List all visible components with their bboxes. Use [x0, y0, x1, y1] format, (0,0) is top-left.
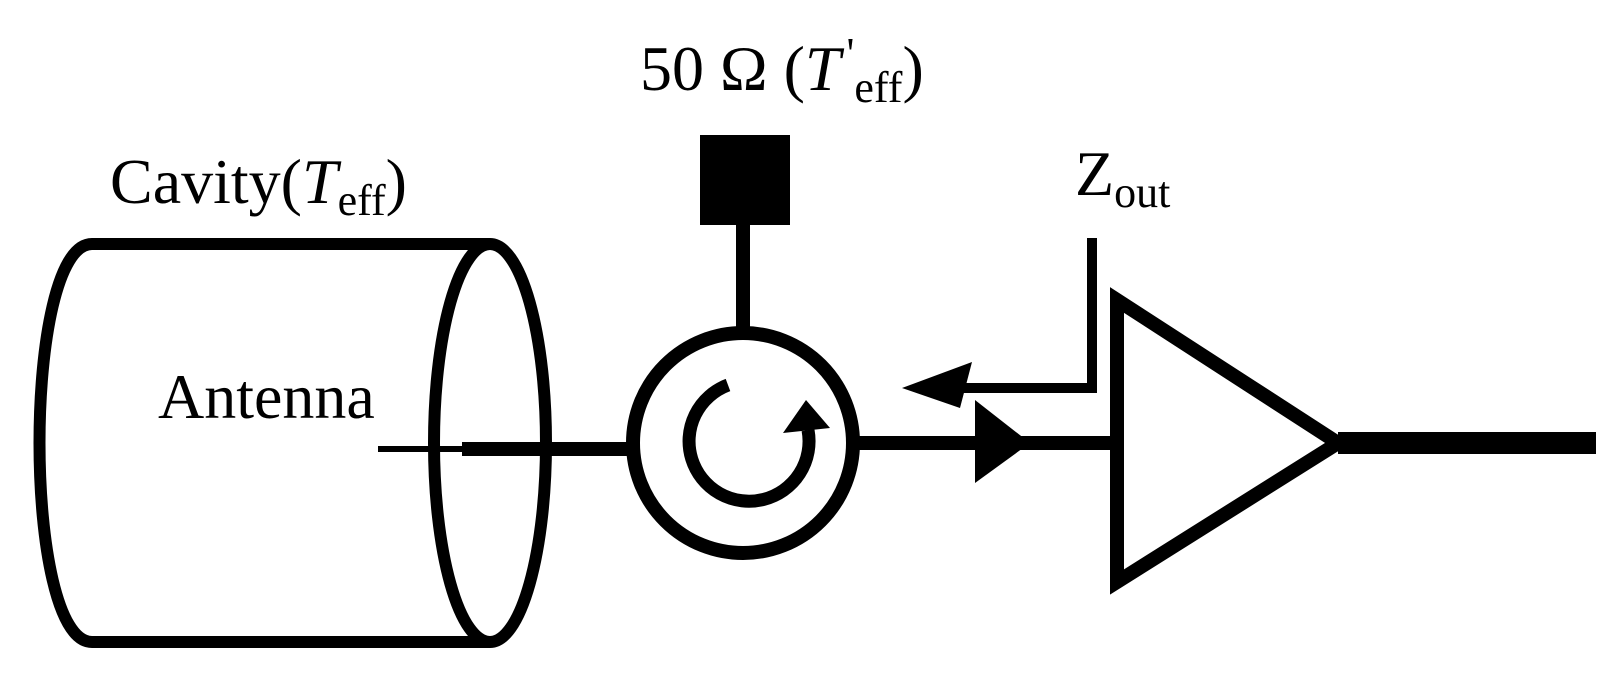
antenna-label: Antenna	[158, 361, 375, 432]
cavity-body	[33, 238, 490, 648]
circulator-arrowhead	[783, 400, 830, 433]
forward-signal-arrow	[975, 400, 1030, 483]
termination-load	[700, 135, 790, 225]
load-label: 50 Ω (T'eff)	[640, 29, 924, 112]
zout-label: Zout	[1075, 138, 1170, 217]
circulator-rotation-arrow	[682, 378, 816, 508]
zout-reflection-line	[945, 238, 1097, 393]
circulator	[626, 326, 860, 560]
amplifier	[1110, 287, 1352, 595]
reflection-arrowhead	[902, 362, 972, 408]
cavity-cylinder	[33, 238, 552, 648]
cavity-label: Cavity(Teff)	[110, 146, 407, 225]
